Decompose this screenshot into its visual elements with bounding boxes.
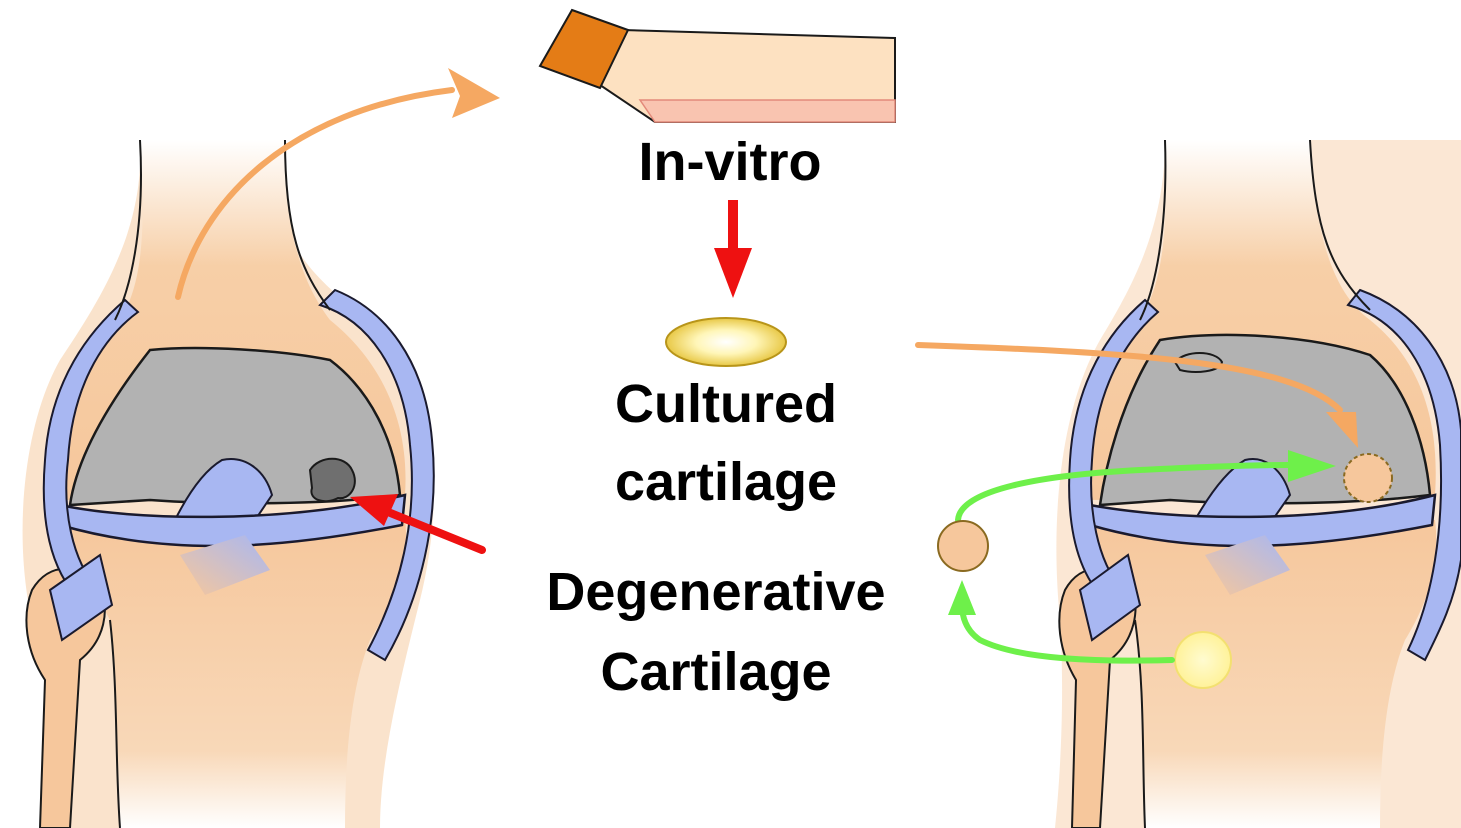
culture-tube-icon	[540, 10, 895, 122]
right-knee-icon	[1055, 140, 1461, 828]
left-defect	[310, 459, 355, 501]
degenerative-label-line1: Degenerative	[546, 562, 885, 622]
cell-sphere-icon	[938, 521, 988, 571]
patch-icon	[1344, 454, 1392, 502]
in-vitro-label: In-vitro	[639, 132, 822, 192]
cultured-label-line2: cartilage	[615, 452, 837, 512]
cultured-label-line1: Cultured	[615, 374, 837, 434]
left-knee-icon	[23, 140, 434, 828]
graft-arrowhead-lower	[948, 580, 976, 615]
degenerative-label-line2: Cartilage	[600, 642, 831, 702]
process-arrow-shaft	[728, 200, 738, 250]
harvest-arrowhead	[448, 68, 500, 118]
tube-liquid	[640, 100, 895, 122]
process-arrowhead	[714, 248, 752, 298]
cultured-disc-icon	[666, 318, 786, 366]
cell-source-icon	[1175, 632, 1231, 688]
